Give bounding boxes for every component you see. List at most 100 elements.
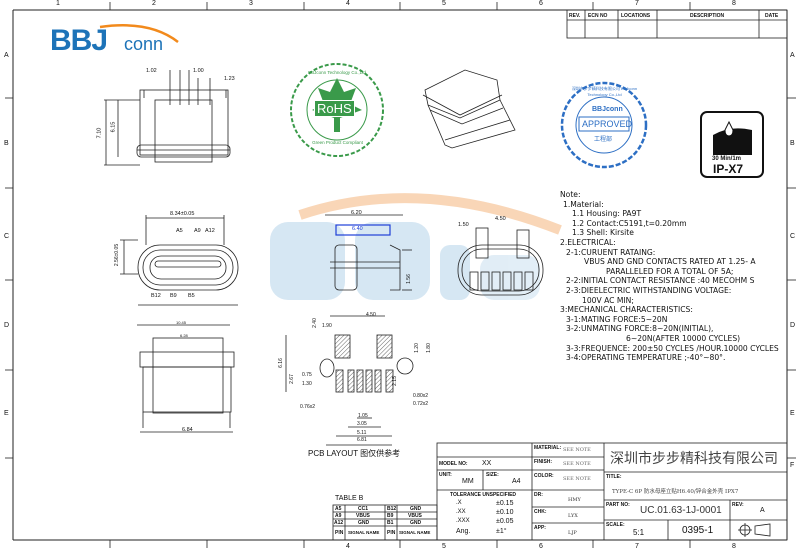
top-view [104,70,231,166]
dim: 8.34±0.05 [170,211,195,217]
table-b-cell: SIGNAL NAME [399,530,431,535]
rohs-label: RoHS [314,100,355,117]
pin-label: A12 [205,228,215,234]
note-line: 1.2 Contact:C5191,t=0.20mm [572,218,687,228]
table-b-cell: A9 [335,513,342,519]
scale-label: SCALE: [606,522,625,528]
column-label: 4 [346,543,350,550]
rohs-bottom-text: Green Product Compliant [312,140,363,145]
ipx7-depth: 30 Min/1m [712,156,742,162]
column-label: 1 [56,0,60,7]
table-b-cell: A5 [335,506,342,512]
table-b-cell: B1 [387,520,394,526]
note-line: PARALLELED FOR A TOTAL OF 5A; [606,266,734,276]
pin-label: B9 [170,293,177,299]
note-line: 1.Material: [563,199,604,209]
size-value: A4 [512,478,521,485]
drawing-number: 0395-1 [682,525,714,536]
row-label: F [790,462,795,469]
dim: 1.00 [193,68,204,74]
table-b-cell: GND [410,520,422,526]
tolerance-title: TOLERANCE UNSPECIFIED [450,492,517,498]
material-label: MATERIAL: [534,445,562,451]
table-b-title: TABLE B [335,495,364,502]
rohs-ring-text: BBJconn Technology Co.,Ltd [308,70,366,75]
table-b-cell: A12 [334,520,344,526]
column-label: 7 [635,0,639,7]
note-line: 2.ELECTRICAL: [560,237,616,247]
dim: 6.15 [110,121,117,133]
dim: 6.28 [180,333,188,338]
row-label: C [790,233,796,240]
column-label: 6 [539,543,543,550]
note-line: 1.1 Housing: PA9T [572,209,642,219]
locations-header: LOCATIONS [621,13,651,19]
table-b-cell: SIGNAL NAME [348,530,380,535]
dim: 4.50 [366,312,376,318]
column-label: 4 [346,0,350,7]
dim: 10.45 [176,320,187,325]
dim: 6.81 [357,437,367,443]
model-value: XX [482,460,492,467]
scale-value: 5:1 [633,528,645,537]
tolerance-key: .XX [456,509,466,515]
stamp-approved: APPROVED [582,119,633,129]
row-label: B [790,140,795,147]
side-view [325,214,412,291]
row-label: A [790,52,795,59]
ipx7-rating: IP-X7 [713,162,744,176]
row-label: E [790,410,795,417]
unit-label: UNIT: [439,472,452,478]
dim: 0.75 [302,372,312,378]
dr-value: HMY [568,497,581,503]
note-line: Note: [560,190,581,199]
bottom-view [137,324,235,433]
connector-3d-image [422,69,516,149]
table-b-cell: B12 [387,506,397,512]
rev-header: REV. [569,13,581,19]
pcb-layout-label: PCB LAYOUT 图仅供参考 [308,449,401,458]
stamp-logo: BBJconn [592,106,623,113]
note-line: VBUS AND GND CONTACTS RATED AT 1.25- A [584,257,756,267]
dim: 1.05 [358,413,368,419]
date-header: DATE [765,13,779,19]
note-line: 3-2:UNMATING FORCE:8~20N(INITIAL), [566,324,714,334]
ecn-header: ECN NO [588,13,608,19]
dim: 2.56±0.05 [114,243,121,267]
dim: 4.50 [495,216,506,222]
note-line: 2-2:INITIAL CONTACT RESISTANCE :40 MECOH… [566,276,755,286]
row-label: D [4,322,10,329]
note-line: 1.3 Shell: Kirsite [572,228,634,238]
column-label: 5 [442,543,446,550]
column-label: 6 [539,0,543,7]
approved-stamp [560,81,648,169]
model-label: MODEL NO: [439,461,468,467]
rev-value: A [760,507,765,514]
dim: 1.02 [146,68,157,74]
table-b-cell: VBUS [408,513,422,519]
chk-label: CHK: [534,509,547,515]
tolerance-value: ±0.05 [496,518,514,525]
dim: 1.90 [322,323,332,329]
dim: 0.76x2 [300,404,316,410]
description-header: DESCRIPTION [690,13,725,19]
dim: 5.11 [357,430,367,436]
dim: 1.23 [224,76,235,82]
note-line: 2-1:CURUENT RATAING: [566,247,656,257]
row-label: A [4,52,9,59]
tolerance-value: ±1° [496,528,507,535]
column-label: 8 [732,0,736,7]
stamp-ring-text: 深圳市步步精科技有限公司 BBJconn Technology Co.,Ltd [571,86,638,97]
tolerance-key: .X [456,500,462,506]
part-no-value: UC.01.63-1J-0001 [640,505,722,516]
column-label: 3 [249,0,253,7]
dim: 0.80x2 [413,393,429,399]
dim: 6.16 [277,358,284,368]
finish-value: SEE NOTE [563,461,591,467]
finish-label: FINISH: [534,459,553,465]
column-label: 2 [152,0,156,7]
row-label: E [4,410,9,417]
dim: 6.84 [182,427,193,433]
column-label: 8 [732,543,736,550]
dim: 1.56 [405,274,412,284]
